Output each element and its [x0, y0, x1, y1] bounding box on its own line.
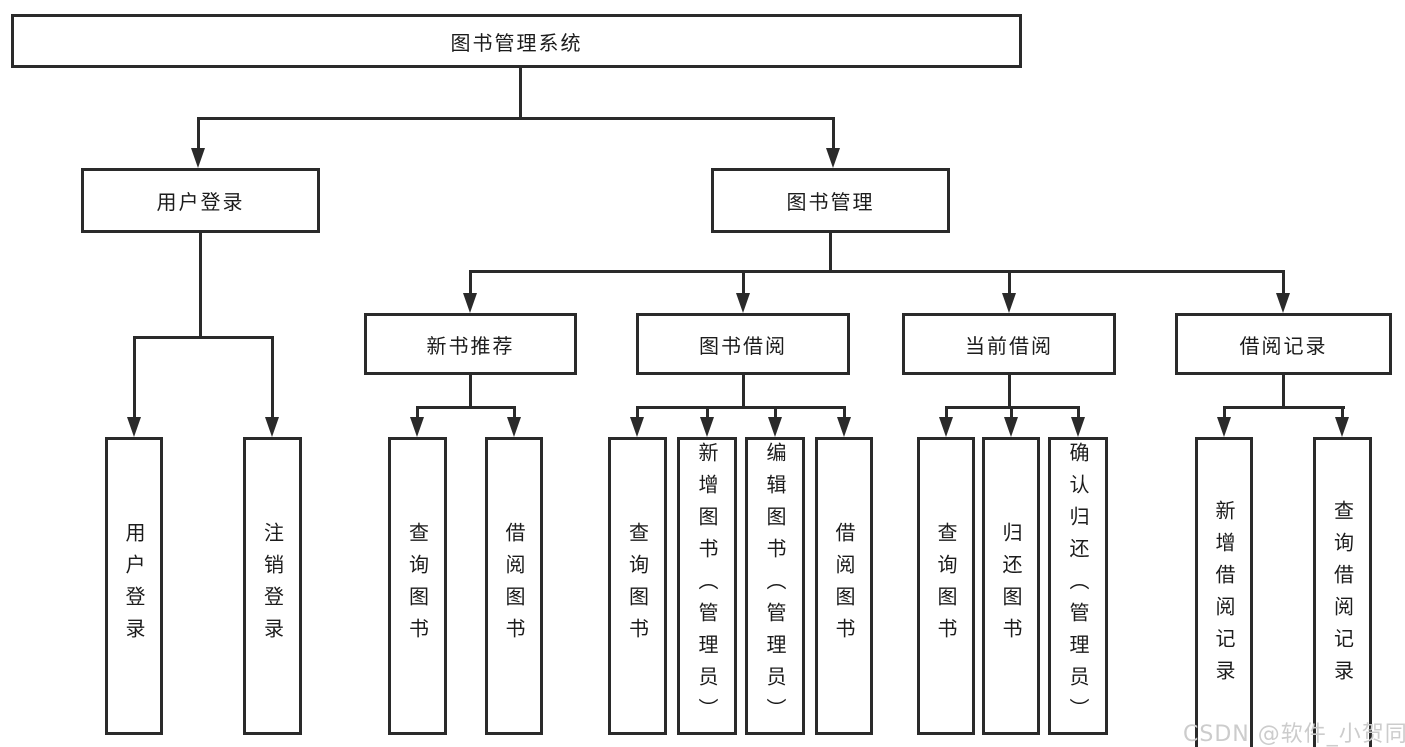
connector-drop-login — [133, 336, 136, 420]
connector-drop — [1010, 406, 1013, 420]
leaf-label: 查询图书 — [405, 522, 430, 650]
leaf-label: 查询借阅记录 — [1330, 500, 1355, 692]
node-label: 图书管理系统 — [450, 30, 583, 55]
connector-drop-borrow-records — [1282, 270, 1285, 296]
node-new-book-recommend: 新书推荐 — [364, 313, 577, 375]
node-label: 图书借阅 — [699, 333, 787, 358]
node-borrow-records: 借阅记录 — [1175, 313, 1392, 375]
leaf-borrow-books-recommend: 借阅图书 — [485, 437, 543, 735]
arrow-down-icon — [837, 417, 851, 437]
arrow-down-icon — [736, 293, 750, 313]
arrow-down-icon — [630, 417, 644, 437]
node-root-system: 图书管理系统 — [11, 14, 1022, 68]
connector-user-login-rail — [133, 336, 274, 339]
connector-drop-user-login — [197, 117, 200, 151]
leaf-confirm-return-admin: 确认归还（管理员） — [1048, 437, 1108, 735]
leaf-label: 归还图书 — [999, 522, 1023, 650]
connector-book-mgmt-stem — [829, 233, 832, 273]
connector-book-mgmt-rail — [469, 270, 1285, 273]
leaf-label: 新增借阅记录 — [1212, 500, 1236, 692]
leaf-label: 借阅图书 — [502, 522, 526, 650]
connector-user-login-stem — [199, 233, 202, 339]
node-label: 图书管理 — [786, 190, 875, 214]
arrow-down-icon — [1276, 293, 1290, 313]
connector-root-stem — [519, 68, 522, 120]
arrow-down-icon — [826, 148, 840, 168]
node-label: 用户登录 — [156, 190, 245, 214]
arrow-down-icon — [700, 417, 714, 437]
connector-drop — [636, 406, 639, 420]
connector-drop-logout — [271, 336, 274, 420]
leaf-label: 新增图书（管理员） — [695, 442, 719, 730]
connector-drop-book-borrow — [742, 270, 745, 296]
connector-drop-current-borrow — [1008, 270, 1011, 296]
connector-current-borrow-stem — [1008, 375, 1011, 409]
arrow-down-icon — [1335, 417, 1349, 437]
connector-new-book-rec-stem — [469, 375, 472, 409]
connector-borrow-records-rail — [1223, 406, 1345, 409]
connector-drop — [416, 406, 419, 420]
leaf-label: 编辑图书（管理员） — [763, 442, 787, 730]
csdn-watermark: CSDN @软件_小贺同学 — [1183, 722, 1405, 747]
arrow-down-icon — [507, 417, 521, 437]
leaf-query-books-borrow: 查询图书 — [608, 437, 667, 735]
connector-drop — [774, 406, 777, 420]
connector-drop — [1077, 406, 1080, 420]
connector-drop — [945, 406, 948, 420]
connector-drop — [843, 406, 846, 420]
arrow-down-icon — [1004, 417, 1018, 437]
arrow-down-icon — [1071, 417, 1085, 437]
connector-book-borrow-stem — [742, 375, 745, 409]
node-label: 当前借阅 — [965, 333, 1053, 358]
node-label: 新书推荐 — [426, 333, 515, 358]
arrow-down-icon — [191, 148, 205, 168]
connector-book-borrow-rail — [636, 406, 846, 409]
connector-borrow-records-stem — [1282, 375, 1285, 409]
arrow-down-icon — [768, 417, 782, 437]
leaf-query-books-current: 查询图书 — [917, 437, 975, 735]
arrow-down-icon — [1217, 417, 1231, 437]
connector-drop — [706, 406, 709, 420]
node-label: 借阅记录 — [1239, 333, 1328, 358]
arrow-down-icon — [939, 417, 953, 437]
arrow-down-icon — [1002, 293, 1016, 313]
connector-drop — [1223, 406, 1226, 420]
connector-new-book-rec-rail — [416, 406, 516, 409]
leaf-label: 查询图书 — [625, 522, 650, 650]
connector-drop — [1341, 406, 1344, 420]
leaf-label: 查询图书 — [934, 522, 958, 650]
leaf-query-books-recommend: 查询图书 — [388, 437, 447, 735]
leaf-label: 注销登录 — [260, 522, 285, 650]
leaf-logout: 注销登录 — [243, 437, 302, 735]
connector-root-rail — [197, 117, 835, 120]
node-book-management: 图书管理 — [711, 168, 950, 233]
leaf-edit-books-admin: 编辑图书（管理员） — [745, 437, 805, 735]
leaf-query-borrow-record: 查询借阅记录 — [1313, 437, 1372, 747]
arrow-down-icon — [463, 293, 477, 313]
node-current-borrow: 当前借阅 — [902, 313, 1116, 375]
leaf-return-books: 归还图书 — [982, 437, 1040, 735]
node-user-login: 用户登录 — [81, 168, 320, 233]
leaf-add-borrow-record: 新增借阅记录 — [1195, 437, 1253, 747]
leaf-add-books-admin: 新增图书（管理员） — [677, 437, 737, 735]
leaf-borrow-books: 借阅图书 — [815, 437, 873, 735]
connector-drop-new-book-rec — [469, 270, 472, 296]
leaf-label: 用户登录 — [122, 522, 146, 650]
connector-drop — [513, 406, 516, 420]
connector-drop-book-management — [832, 117, 835, 151]
leaf-label: 借阅图书 — [832, 522, 856, 650]
node-book-borrow: 图书借阅 — [636, 313, 850, 375]
arrow-down-icon — [127, 417, 141, 437]
leaf-user-login: 用户登录 — [105, 437, 163, 735]
arrow-down-icon — [265, 417, 279, 437]
leaf-label: 确认归还（管理员） — [1066, 442, 1090, 730]
arrow-down-icon — [410, 417, 424, 437]
